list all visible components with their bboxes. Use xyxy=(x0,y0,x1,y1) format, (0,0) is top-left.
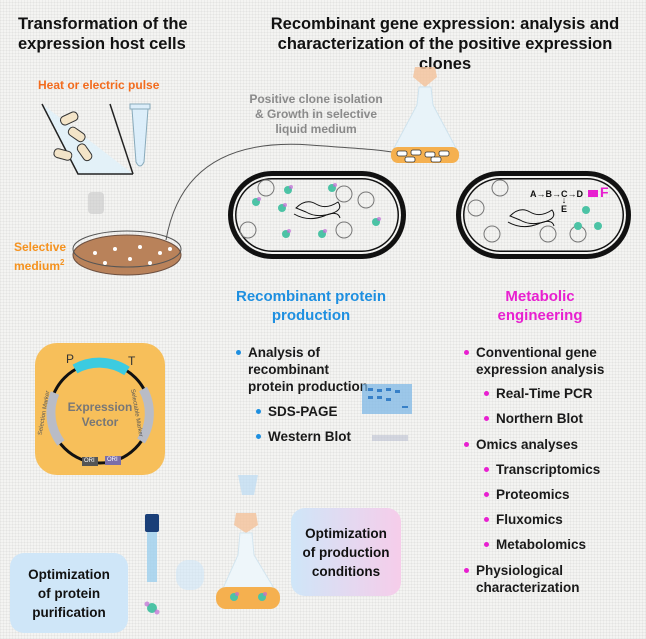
pathway-node-c: C xyxy=(561,189,568,199)
clone-isolation-line3: liquid medium xyxy=(275,122,357,136)
pathway-node-e: E xyxy=(561,204,568,214)
optimization-purification-box: Optimization of protein purification xyxy=(10,553,128,633)
pathway-branch: ↓E xyxy=(561,195,568,214)
vector-label-line1: Expression xyxy=(67,400,133,414)
purification-column-icon xyxy=(144,514,160,615)
heading-metabolic-line1: Metabolic xyxy=(505,288,575,305)
plasmid-map xyxy=(46,357,154,466)
gene-insert-segment xyxy=(72,357,130,376)
heading-metabolic-line2: engineering xyxy=(497,307,583,324)
protein-analysis-list: Analysis of recombinant protein producti… xyxy=(236,344,376,445)
ori2-box xyxy=(105,456,121,465)
arrow-shape-icon xyxy=(176,560,204,590)
selective-medium-label: Selective medium2 xyxy=(14,240,66,274)
heading-protein-line1: Recombinant protein xyxy=(235,288,386,305)
clone-isolation-line1: Positive clone isolation xyxy=(249,92,383,106)
list-item-conventional: Conventional gene expression analysis xyxy=(464,344,644,378)
chromosome-icon xyxy=(507,209,555,228)
list-item-omics: Omics analyses xyxy=(464,436,644,453)
terminator-label: T xyxy=(128,354,136,368)
list-item-sds-page: SDS-PAGE xyxy=(256,403,376,420)
host-cell-icon xyxy=(59,111,79,126)
metabolic-cell-contents xyxy=(467,179,602,243)
production-flask-icon xyxy=(216,475,280,609)
selection-marker-arrow xyxy=(46,391,65,446)
electrode-line xyxy=(109,103,134,175)
list-item-analysis: Analysis of recombinant protein producti… xyxy=(236,344,376,395)
pathway-product: F xyxy=(600,184,609,200)
pathway-node-d: D xyxy=(576,189,584,199)
list-item-western-blot: Western Blot xyxy=(256,428,376,445)
protein-icon xyxy=(252,184,380,238)
title-transformation: Transformation of the expression host ce… xyxy=(18,15,188,53)
optimization-production-label: Optimization of production conditions xyxy=(302,525,390,579)
optimization-production-box: Optimization of production conditions xyxy=(291,508,401,596)
list-item-metabolomics: Metabolomics xyxy=(484,536,644,553)
host-cell-icon xyxy=(53,148,73,161)
pulse-label: Heat or electric pulse xyxy=(38,78,160,92)
host-cell-icon xyxy=(76,143,93,162)
vector-center-label: Expression Vector xyxy=(60,400,140,430)
beaker-icon xyxy=(41,103,133,175)
heading-protein-production: Recombinant protein production xyxy=(226,287,396,325)
heading-metabolic-engineering: Metabolic engineering xyxy=(470,287,610,325)
pathway-arrow-icon xyxy=(587,190,598,197)
tube-icon xyxy=(129,103,151,167)
heading-protein-line2: production xyxy=(271,307,351,324)
list-item-proteomics: Proteomics xyxy=(484,486,644,503)
ori1-box xyxy=(82,457,98,466)
list-item-real-time-pcr: Real-Time PCR xyxy=(484,385,644,402)
ori2-label: ORI xyxy=(107,457,118,463)
protein-icon xyxy=(574,206,602,230)
western-blot-icon xyxy=(372,435,408,441)
clone-isolation-label: Positive clone isolation & Growth in sel… xyxy=(246,92,386,137)
chromosome-icon xyxy=(293,201,341,220)
optimization-purification-label: Optimization of protein purification xyxy=(28,566,110,620)
metabolic-cell xyxy=(456,171,631,259)
metabolic-analysis-list: Conventional gene expression analysis Re… xyxy=(464,344,644,596)
medium-label-line1: Selective xyxy=(14,240,67,254)
selectable-marker-arrow xyxy=(137,386,154,444)
pathway-node-a: A xyxy=(530,189,537,199)
list-item-physiological: Physiological characterization xyxy=(464,562,616,596)
medium-superscript: 2 xyxy=(60,258,65,267)
petri-dish-icon xyxy=(72,230,182,276)
vector-label-line2: Vector xyxy=(81,415,119,429)
production-cell-contents xyxy=(239,179,381,239)
promoter-label: P xyxy=(66,352,75,366)
medium-label-line2: medium xyxy=(14,259,61,273)
connector-curve xyxy=(165,143,393,241)
clone-isolation-line2: & Growth in selective xyxy=(254,107,378,121)
down-arrow-icon xyxy=(88,192,104,214)
metabolic-pathway: A→B→C→D F xyxy=(530,184,609,200)
host-cell-icon xyxy=(67,126,86,143)
flask-icon xyxy=(391,67,459,163)
list-item-fluxomics: Fluxomics xyxy=(484,511,644,528)
list-item-transcriptomics: Transcriptomics xyxy=(484,461,644,478)
sds-page-gel-icon xyxy=(362,384,412,414)
list-item-northern-blot: Northern Blot xyxy=(484,410,644,427)
production-cell xyxy=(228,171,406,259)
transformation-beaker-illustration xyxy=(41,103,134,175)
pathway-node-b: B xyxy=(545,189,553,199)
ori1-label: ORI xyxy=(84,458,95,464)
